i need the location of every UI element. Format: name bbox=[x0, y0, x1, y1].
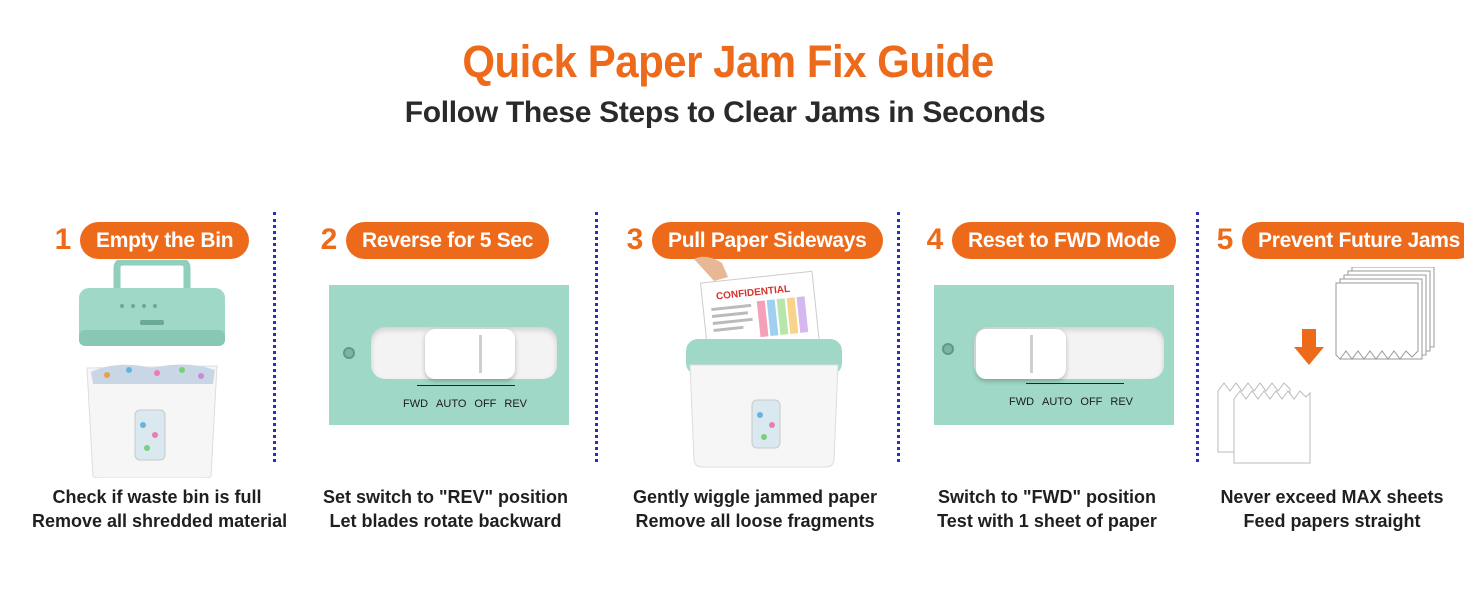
step-line: Test with 1 sheet of paper bbox=[937, 511, 1157, 531]
step-line: Remove all shredded material bbox=[32, 511, 288, 531]
step-header: 1 Empty the Bin bbox=[52, 220, 250, 260]
shredder-paper-illustration: CONFIDENTIAL bbox=[686, 256, 842, 468]
step-description: Check if waste bin is full Remove all sh… bbox=[32, 485, 288, 533]
step-title-badge: Reverse for 5 Sec bbox=[346, 221, 550, 259]
step-1: 1 Empty the Bin Check if waste bin is fu… bbox=[32, 215, 287, 545]
label-fwd: FWD bbox=[403, 398, 429, 410]
step-line: Never exceed MAX sheets bbox=[1220, 487, 1444, 507]
step-line: Remove all loose fragments bbox=[635, 511, 875, 531]
step-header: 4 Reset to FWD Mode bbox=[924, 220, 1177, 260]
arrow-down-icon bbox=[1302, 329, 1316, 349]
switch-labels: FWD AUTO OFF REV bbox=[403, 398, 527, 410]
switch-knob bbox=[976, 329, 1066, 379]
label-rev: REV bbox=[504, 398, 528, 410]
step-5: 5 Prevent Future Jams Never exceed MAX s… bbox=[1214, 215, 1464, 545]
step-line: Check if waste bin is full bbox=[52, 487, 262, 507]
divider bbox=[595, 212, 598, 462]
switch-labels: FWD AUTO OFF REV bbox=[1009, 396, 1133, 408]
step-number: 1 bbox=[54, 223, 72, 256]
knob-grip bbox=[1030, 335, 1033, 373]
step-number: 3 bbox=[626, 223, 644, 256]
switch-panel: FWD AUTO OFF REV bbox=[329, 285, 569, 425]
label-off: OFF bbox=[474, 398, 497, 410]
step-header: 5 Prevent Future Jams bbox=[1214, 220, 1464, 260]
step-line: Set switch to "REV" position bbox=[322, 487, 569, 507]
step-number: 5 bbox=[1216, 223, 1234, 256]
step-description: Never exceed MAX sheets Feed papers stra… bbox=[1214, 485, 1450, 533]
step-number: 2 bbox=[320, 223, 338, 256]
step-number: 4 bbox=[926, 223, 944, 256]
shredder-bin-illustration bbox=[79, 260, 225, 478]
step-title-badge: Prevent Future Jams bbox=[1242, 221, 1464, 259]
screw-icon bbox=[942, 343, 954, 355]
knob-grip bbox=[479, 335, 482, 373]
paper-stack-illustration bbox=[1217, 267, 1435, 464]
label-off: OFF bbox=[1080, 396, 1103, 408]
label-auto: AUTO bbox=[436, 398, 467, 410]
step-header: 2 Reverse for 5 Sec bbox=[318, 220, 550, 260]
step-title-badge: Empty the Bin bbox=[80, 221, 250, 259]
step-line: Feed papers straight bbox=[1243, 511, 1421, 531]
label-rev: REV bbox=[1110, 396, 1134, 408]
step-4: 4 Reset to FWD Mode FWD AUTO OFF REV Swi… bbox=[924, 215, 1184, 545]
step-description: Set switch to "REV" position Let blades … bbox=[318, 485, 573, 533]
divider bbox=[273, 212, 276, 462]
step-title-badge: Pull Paper Sideways bbox=[652, 221, 883, 259]
step-3: 3 Pull Paper Sideways CONFIDENTIAL Gentl… bbox=[624, 215, 884, 545]
step-line: Gently wiggle jammed paper bbox=[632, 487, 878, 507]
step-description: Gently wiggle jammed paper Remove all lo… bbox=[624, 485, 886, 533]
step-description: Switch to "FWD" position Test with 1 she… bbox=[924, 485, 1170, 533]
page-subtitle: Follow These Steps to Clear Jams in Seco… bbox=[404, 96, 1046, 129]
step-2: 2 Reverse for 5 Sec FWD AUTO OFF REV Set… bbox=[318, 215, 578, 545]
label-auto: AUTO bbox=[1042, 396, 1073, 408]
label-fwd: FWD bbox=[1009, 396, 1035, 408]
step-title-badge: Reset to FWD Mode bbox=[952, 221, 1177, 259]
step-line: Let blades rotate backward bbox=[329, 511, 562, 531]
step-line: Switch to "FWD" position bbox=[937, 487, 1157, 507]
page-title: Quick Paper Jam Fix Guide bbox=[462, 36, 994, 87]
switch-panel: FWD AUTO OFF REV bbox=[934, 285, 1174, 425]
switch-knob bbox=[425, 329, 515, 379]
screw-icon bbox=[343, 347, 355, 359]
divider bbox=[1196, 212, 1199, 462]
step-header: 3 Pull Paper Sideways bbox=[624, 220, 883, 260]
divider bbox=[897, 212, 900, 462]
switch-tick-line bbox=[1026, 383, 1124, 393]
switch-tick-line bbox=[417, 385, 515, 395]
